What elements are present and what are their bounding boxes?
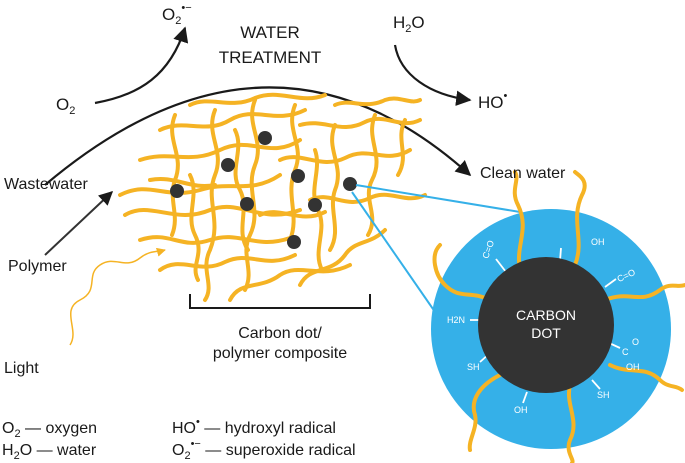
polymer-strand <box>138 235 292 245</box>
surface-chain <box>573 170 587 267</box>
polymer-strand <box>158 108 307 132</box>
water-oxidation-arrow <box>393 44 472 106</box>
legend-oxygen: O2 — oxygen <box>2 420 97 440</box>
carbon-dot <box>308 198 322 212</box>
composite-bracket <box>189 294 371 309</box>
hydroxyl-group-top: OH <box>591 237 605 247</box>
title-line2: TREATMENT <box>219 48 322 67</box>
carbon-dot <box>221 158 235 172</box>
polymer-strand <box>203 108 220 302</box>
amine-group: H2N <box>447 315 465 325</box>
carboxyl-carbon: C <box>622 347 629 357</box>
carbon-dot <box>343 177 357 191</box>
polymer-strand <box>188 92 327 107</box>
surface-chain <box>432 243 492 302</box>
surface-chain <box>467 373 502 452</box>
polymer-strand <box>333 96 422 107</box>
oxygen-reduction-arrow <box>94 26 189 105</box>
light-label: Light <box>4 360 39 377</box>
polymer-strand <box>188 173 201 282</box>
carbon-dot <box>258 131 272 145</box>
carbon-dot <box>291 169 305 183</box>
polymer-strand <box>233 128 250 252</box>
surface-polymer-chains <box>432 170 685 463</box>
carboxyl-oxygen: O <box>632 337 639 347</box>
polymer-strand <box>298 228 387 287</box>
zoom-connector-top <box>355 184 521 213</box>
polymer-pointer-arrow <box>44 191 114 256</box>
carbon-dot <box>170 184 184 198</box>
embedded-carbon-dots <box>170 131 357 249</box>
surface-chain <box>566 383 576 463</box>
polymer-strand <box>170 113 180 237</box>
hydroxyl-group-bottom: OH <box>514 405 528 415</box>
thiol-group-left: SH <box>467 362 480 372</box>
polymer-strand <box>138 138 302 162</box>
hydroxyl-radical-label: HO• <box>478 90 508 112</box>
polymer-strand <box>228 263 352 302</box>
composite-label-line2: polymer composite <box>213 345 347 362</box>
polymer-strand <box>148 177 217 188</box>
legend-water: H2O — water <box>2 442 97 462</box>
carboxyl-hydroxyl: OH <box>626 362 640 372</box>
wastewater-label: Wastewater <box>4 176 89 193</box>
polymer-strand <box>396 118 407 177</box>
clean-water-label: Clean water <box>480 165 566 182</box>
composite-label-line1: Carbon dot/ <box>238 325 322 342</box>
carbon-dot-core <box>478 257 614 393</box>
zoom-connector-bottom <box>351 191 443 323</box>
treatment-arc-arrow <box>44 86 472 186</box>
polymer-strand <box>118 173 282 197</box>
carbon-dot <box>287 235 301 249</box>
carbon-dot-label-line1: CARBON <box>516 307 576 323</box>
polymer-network <box>118 92 427 302</box>
polymer-strand <box>243 98 260 292</box>
polymer-strand <box>328 123 340 252</box>
surface-chain <box>603 283 685 302</box>
surface-chain <box>608 363 684 392</box>
carbon-dot <box>240 197 254 211</box>
polymer-strand <box>366 113 379 237</box>
thiol-group-right: SH <box>597 390 610 400</box>
light-wave-arrow <box>69 247 166 346</box>
polymer-strand <box>258 210 327 219</box>
legend-hydroxyl: HO• — hydroxyl radical <box>172 416 336 437</box>
carbon-dot-label-line2: DOT <box>531 325 561 341</box>
carbon-dot-zoom: CARBON DOT C=O OH C=O H2N O C OH SH OH S… <box>431 170 685 463</box>
superoxide-label: O2•− <box>162 2 192 27</box>
water-label: H2O <box>393 13 425 35</box>
polymer-label: Polymer <box>8 258 67 275</box>
oxygen-label: O2 <box>56 95 75 117</box>
legend-superoxide: O2•− — superoxide radical <box>172 438 356 462</box>
polymer-strand <box>158 253 297 272</box>
legend: O2 — oxygen H2O — water HO• — hydroxyl r… <box>2 416 356 462</box>
surface-chain <box>512 170 525 272</box>
title-line1: WATER <box>240 23 300 42</box>
